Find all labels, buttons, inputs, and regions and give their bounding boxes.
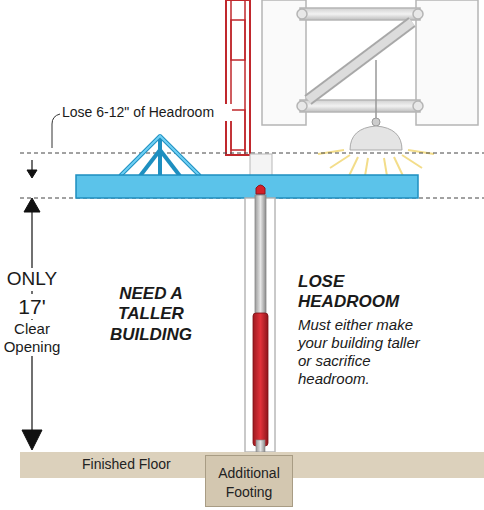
- headroom-dimension: [24, 160, 40, 212]
- dashed-reference-line: [20, 153, 484, 198]
- headroom-callout: Lose 6-12" of Headroom: [62, 104, 232, 121]
- note-body: Must either make your building taller or…: [298, 316, 428, 388]
- footing-label: Additional Footing: [210, 464, 288, 502]
- hydraulic-rod-base: [256, 440, 265, 452]
- light-fixture: [318, 60, 434, 182]
- overhead-door-track: [262, 0, 478, 125]
- dimension-text: Clear Opening: [3, 320, 61, 356]
- leader-line: [52, 114, 60, 148]
- hydraulic-rod: [255, 195, 266, 315]
- note-heading: NEED A TALLER BUILDING: [96, 284, 206, 345]
- lift-beam: [76, 175, 418, 198]
- post-top: [250, 154, 272, 176]
- hydraulic-cylinder: [253, 313, 268, 446]
- building-column: [226, 0, 250, 155]
- dimension-value: 17': [16, 294, 47, 319]
- beam-truss: [120, 136, 200, 176]
- beam-truss: [120, 136, 200, 176]
- note-heading: LOSE HEADROOM: [298, 272, 418, 313]
- dimension-text: ONLY: [5, 268, 59, 291]
- rod-cap: [256, 185, 265, 194]
- footing-box: Additional Footing: [205, 455, 293, 507]
